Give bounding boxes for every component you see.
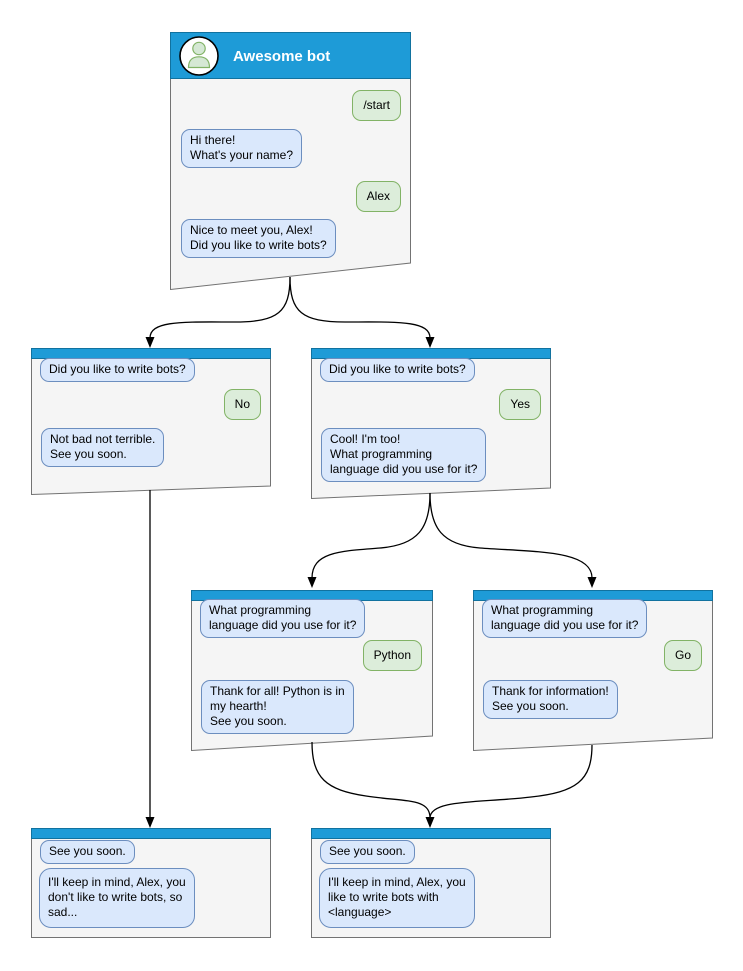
user-message-bubble: Yes bbox=[499, 389, 541, 420]
bot-message-bubble: Not bad not terrible. See you soon. bbox=[41, 428, 165, 467]
bot-message-bubble: I'll keep in mind, Alex, you don't like … bbox=[39, 868, 195, 928]
arrowhead-main-to-yes bbox=[425, 337, 435, 348]
arrow-yes-to-python bbox=[311, 492, 431, 579]
bot-message-bubble: Did you like to write bots? bbox=[320, 358, 475, 382]
arrowhead-to-end-yes bbox=[425, 817, 435, 828]
arrowhead-main-to-no bbox=[145, 337, 155, 348]
bot-message-bubble: What programming language did you use fo… bbox=[482, 599, 648, 638]
arrow-python-to-end bbox=[311, 741, 431, 819]
chat-window-end-yes: See you soon. I'll keep in mind, Alex, y… bbox=[311, 828, 551, 938]
bot-message-bubble: See you soon. bbox=[40, 840, 135, 864]
arrowhead-yes-to-python bbox=[307, 577, 317, 588]
user-message-bubble: No bbox=[223, 389, 261, 420]
arrow-yes-to-go bbox=[429, 492, 593, 579]
user-message-bubble: Go bbox=[663, 640, 702, 671]
chat-window-no-branch: Did you like to write bots? No Not bad n… bbox=[31, 348, 271, 495]
bot-title: Awesome bot bbox=[233, 48, 331, 65]
arrowhead-no-to-end bbox=[145, 817, 155, 828]
arrowhead-yes-to-go bbox=[587, 577, 597, 588]
chat-window-yes-branch: Did you like to write bots? Yes Cool! I'… bbox=[311, 348, 551, 499]
arrow-go-to-end bbox=[429, 744, 593, 819]
bot-message-bubble: Hi there! What's your name? bbox=[181, 129, 303, 168]
chat-window-python-branch: What programming language did you use fo… bbox=[191, 590, 433, 751]
bot-message-bubble: What programming language did you use fo… bbox=[200, 599, 366, 638]
bot-message-bubble: Did you like to write bots? bbox=[40, 358, 195, 382]
chat-window-main: Awesome bot /start Hi there! What's your… bbox=[170, 32, 411, 290]
bot-avatar-icon bbox=[179, 36, 219, 76]
chat-window-end-no: See you soon. I'll keep in mind, Alex, y… bbox=[31, 828, 271, 938]
bot-message-bubble: Nice to meet you, Alex! Did you like to … bbox=[181, 219, 336, 258]
bot-message-bubble: Thank for information! See you soon. bbox=[483, 680, 618, 719]
chat-window-go-branch: What programming language did you use fo… bbox=[473, 590, 713, 751]
user-message-bubble: /start bbox=[352, 90, 401, 121]
user-message-bubble: Alex bbox=[355, 181, 401, 212]
bot-message-bubble: I'll keep in mind, Alex, you like to wri… bbox=[319, 868, 475, 928]
bot-message-bubble: Thank for all! Python is in my hearth! S… bbox=[201, 680, 354, 734]
bot-message-bubble: Cool! I'm too! What programming language… bbox=[321, 428, 487, 482]
user-message-bubble: Python bbox=[362, 640, 422, 671]
bot-message-bubble: See you soon. bbox=[320, 840, 415, 864]
